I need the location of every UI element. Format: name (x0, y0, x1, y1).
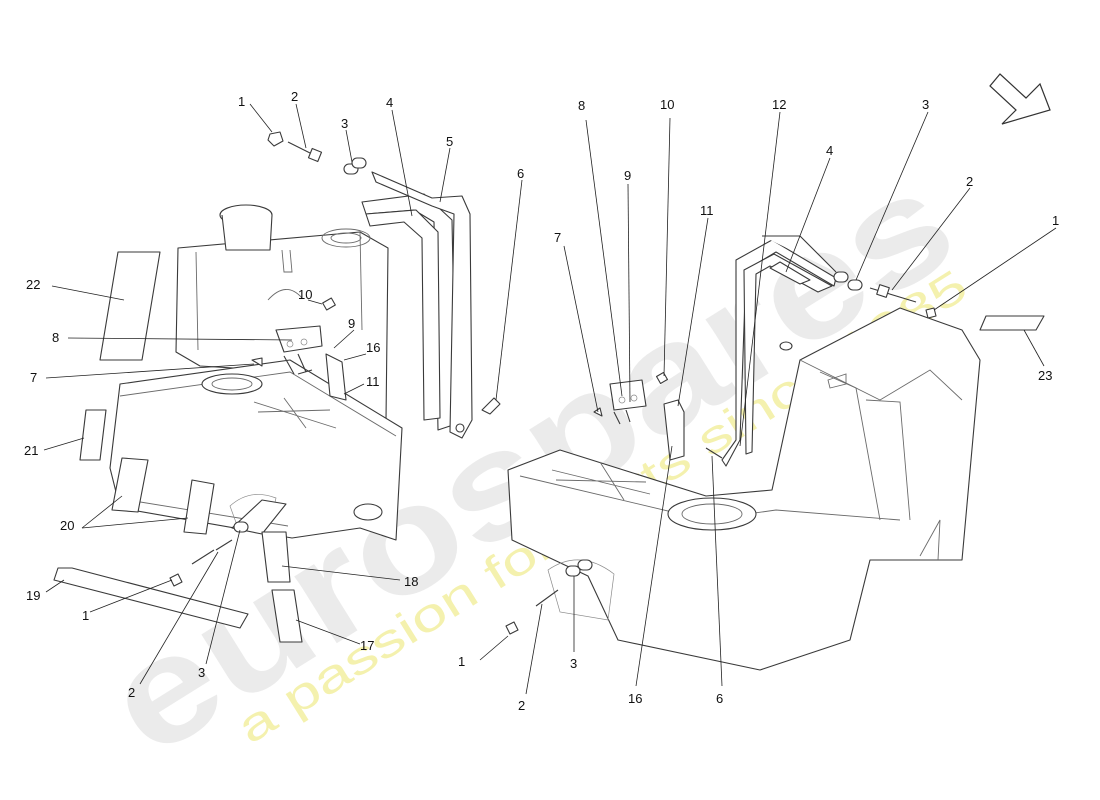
callout-1: 1 (82, 608, 89, 623)
callout-11: 11 (700, 203, 714, 218)
callout-21: 21 (24, 443, 38, 458)
pad-22 (99, 251, 161, 361)
callout-4: 4 (826, 143, 833, 158)
callout-17: 17 (360, 638, 374, 653)
pad-21 (79, 409, 107, 461)
callout-3: 3 (922, 97, 929, 112)
callout-2: 2 (966, 174, 973, 189)
pad-17 (271, 589, 303, 643)
callout-20: 20 (60, 518, 74, 533)
callout-3: 3 (570, 656, 577, 671)
callout-labels: 1 2 3 4 5 6 22 10 9 8 16 7 11 21 20 18 1… (24, 89, 1059, 713)
left-strap-assembly (361, 171, 473, 439)
callout-18: 18 (404, 574, 418, 589)
pad-23 (979, 315, 1045, 331)
callout-23: 23 (1038, 368, 1052, 383)
callout-10: 10 (298, 287, 312, 302)
right-strap-assembly (721, 235, 837, 467)
pad-20-b (183, 479, 215, 535)
callout-12: 12 (772, 97, 786, 112)
callout-9: 9 (624, 168, 631, 183)
callout-4: 4 (386, 95, 393, 110)
left-pads (53, 251, 303, 643)
callout-2: 2 (128, 685, 135, 700)
callout-1: 1 (458, 654, 465, 669)
callout-7: 7 (554, 230, 561, 245)
callout-9: 9 (348, 316, 355, 331)
callout-6: 6 (716, 691, 723, 706)
callout-7: 7 (30, 370, 37, 385)
callout-11: 11 (366, 374, 380, 389)
callout-8: 8 (52, 330, 59, 345)
callout-3: 3 (341, 116, 348, 131)
right-fuel-tank (507, 307, 981, 671)
callout-16: 16 (366, 340, 380, 355)
callout-22: 22 (26, 277, 40, 292)
right-hardware (505, 271, 1045, 635)
callout-19: 19 (26, 588, 40, 603)
callout-16: 16 (628, 691, 642, 706)
callout-6: 6 (517, 166, 524, 181)
callout-5: 5 (446, 134, 453, 149)
pad-18 (261, 531, 291, 583)
pad-20-a (111, 457, 149, 513)
callout-10: 10 (660, 97, 674, 112)
pad-19 (53, 567, 249, 629)
direction-arrow-icon (989, 73, 1051, 125)
callout-1: 1 (1052, 213, 1059, 228)
leader-lines (43, 103, 1057, 695)
callout-2: 2 (291, 89, 298, 104)
callout-2: 2 (518, 698, 525, 713)
callout-3: 3 (198, 665, 205, 680)
callout-8: 8 (578, 98, 585, 113)
left-hardware (169, 131, 501, 587)
callout-1: 1 (238, 94, 245, 109)
